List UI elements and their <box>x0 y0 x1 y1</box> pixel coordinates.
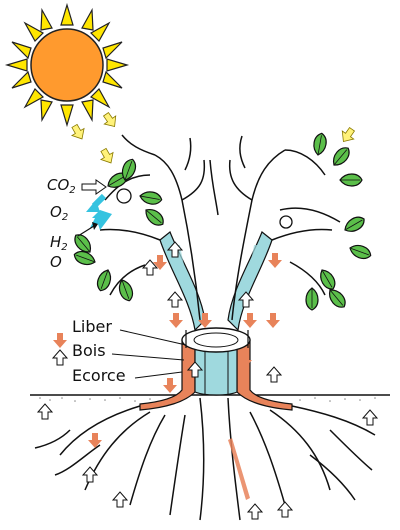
h2o-arrow-icon <box>78 222 98 236</box>
liber-label: Liber <box>72 317 112 336</box>
bois-label: Bois <box>72 341 106 360</box>
co2-arrow-icon <box>82 180 106 194</box>
o2-arrow-icon <box>86 196 112 230</box>
ecorce-label: Ecorce <box>72 366 126 385</box>
co2-label: CO2 <box>47 176 76 196</box>
tree-roots <box>35 398 375 520</box>
sun-icon <box>7 5 127 125</box>
o2-label: O2 <box>50 203 68 223</box>
tree-branches <box>100 135 340 320</box>
